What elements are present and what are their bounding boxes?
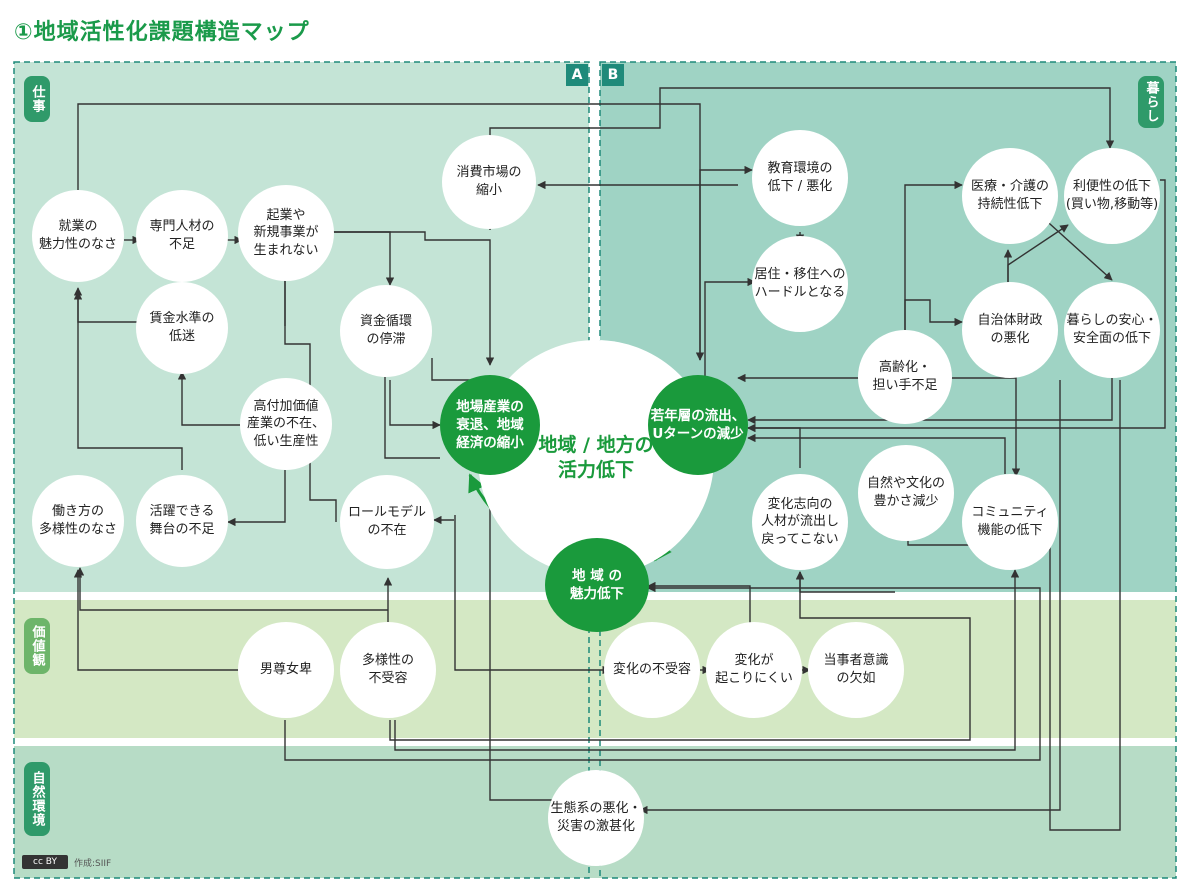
band-label-work: 仕事 (24, 76, 50, 122)
node-aging: 高齢化・ 担い手不足 (858, 330, 952, 424)
node-safety: 暮らしの安心・ 安全面の低下 (1064, 282, 1160, 378)
footer: cc BY 作成:SIIF (22, 855, 111, 869)
node-rolemodel: ロールモデル の不在 (340, 475, 434, 569)
core-youth-outflow: 若年層の流出、 Uターンの減少 (648, 375, 748, 475)
node-hard-change: 変化が 起こりにくい (706, 622, 802, 718)
node-consumer-market: 消費市場の 縮小 (442, 135, 536, 229)
node-value-added: 高付加価値 産業の不在、 低い生産性 (240, 378, 332, 470)
node-culture: 自然や文化の 豊かさ減少 (858, 445, 954, 541)
node-wage: 賃金水準の 低迷 (136, 282, 228, 374)
node-ecosystem: 生態系の悪化・ 災害の激甚化 (548, 770, 644, 866)
node-ownership: 当事者意識 の欠如 (808, 622, 904, 718)
band-label-values: 価値観 (24, 618, 50, 674)
node-stage: 活躍できる 舞台の不足 (136, 475, 228, 567)
node-startups: 起業や 新規事業が 生まれない (238, 185, 334, 281)
zone-a-tag: A (566, 64, 588, 86)
page-title: ①地域活性化課題構造マップ (14, 20, 310, 45)
node-education: 教育環境の 低下 / 悪化 (752, 130, 848, 226)
node-capital-flow: 資金循環 の停滞 (340, 285, 432, 377)
node-no-change-accept: 変化の不受容 (604, 622, 700, 718)
band-label-life: 暮らし (1138, 76, 1164, 128)
band-label-nature: 自然環境 (24, 762, 50, 836)
node-change-people: 変化志向の 人材が流出し 戻ってこない (752, 474, 848, 570)
node-relocation: 居住・移住への ハードルとなる (752, 236, 848, 332)
node-convenience: 利便性の低下 (買い物,移動等) (1064, 148, 1160, 244)
node-workstyle: 働き方の 多様性のなさ (32, 475, 124, 567)
zone-b-tag: B (602, 64, 624, 86)
node-diversity: 多様性の 不受容 (340, 622, 436, 718)
core-appeal-decline: 地 域 の 魅力低下 (545, 538, 649, 632)
core-industry-decline: 地場産業の 衰退、地域 経済の縮小 (440, 375, 540, 475)
node-municipal-finance: 自治体財政 の悪化 (962, 282, 1058, 378)
footer-credit: 作成:SIIF (74, 858, 112, 869)
node-job-appeal: 就業の 魅力性のなさ (32, 190, 124, 282)
node-patriarchy: 男尊女卑 (238, 622, 334, 718)
cc-license-icon: cc BY (22, 855, 68, 869)
node-specialists: 専門人材の 不足 (136, 190, 228, 282)
node-medical: 医療・介護の 持続性低下 (962, 148, 1058, 244)
node-community: コミュニティ 機能の低下 (962, 474, 1058, 570)
